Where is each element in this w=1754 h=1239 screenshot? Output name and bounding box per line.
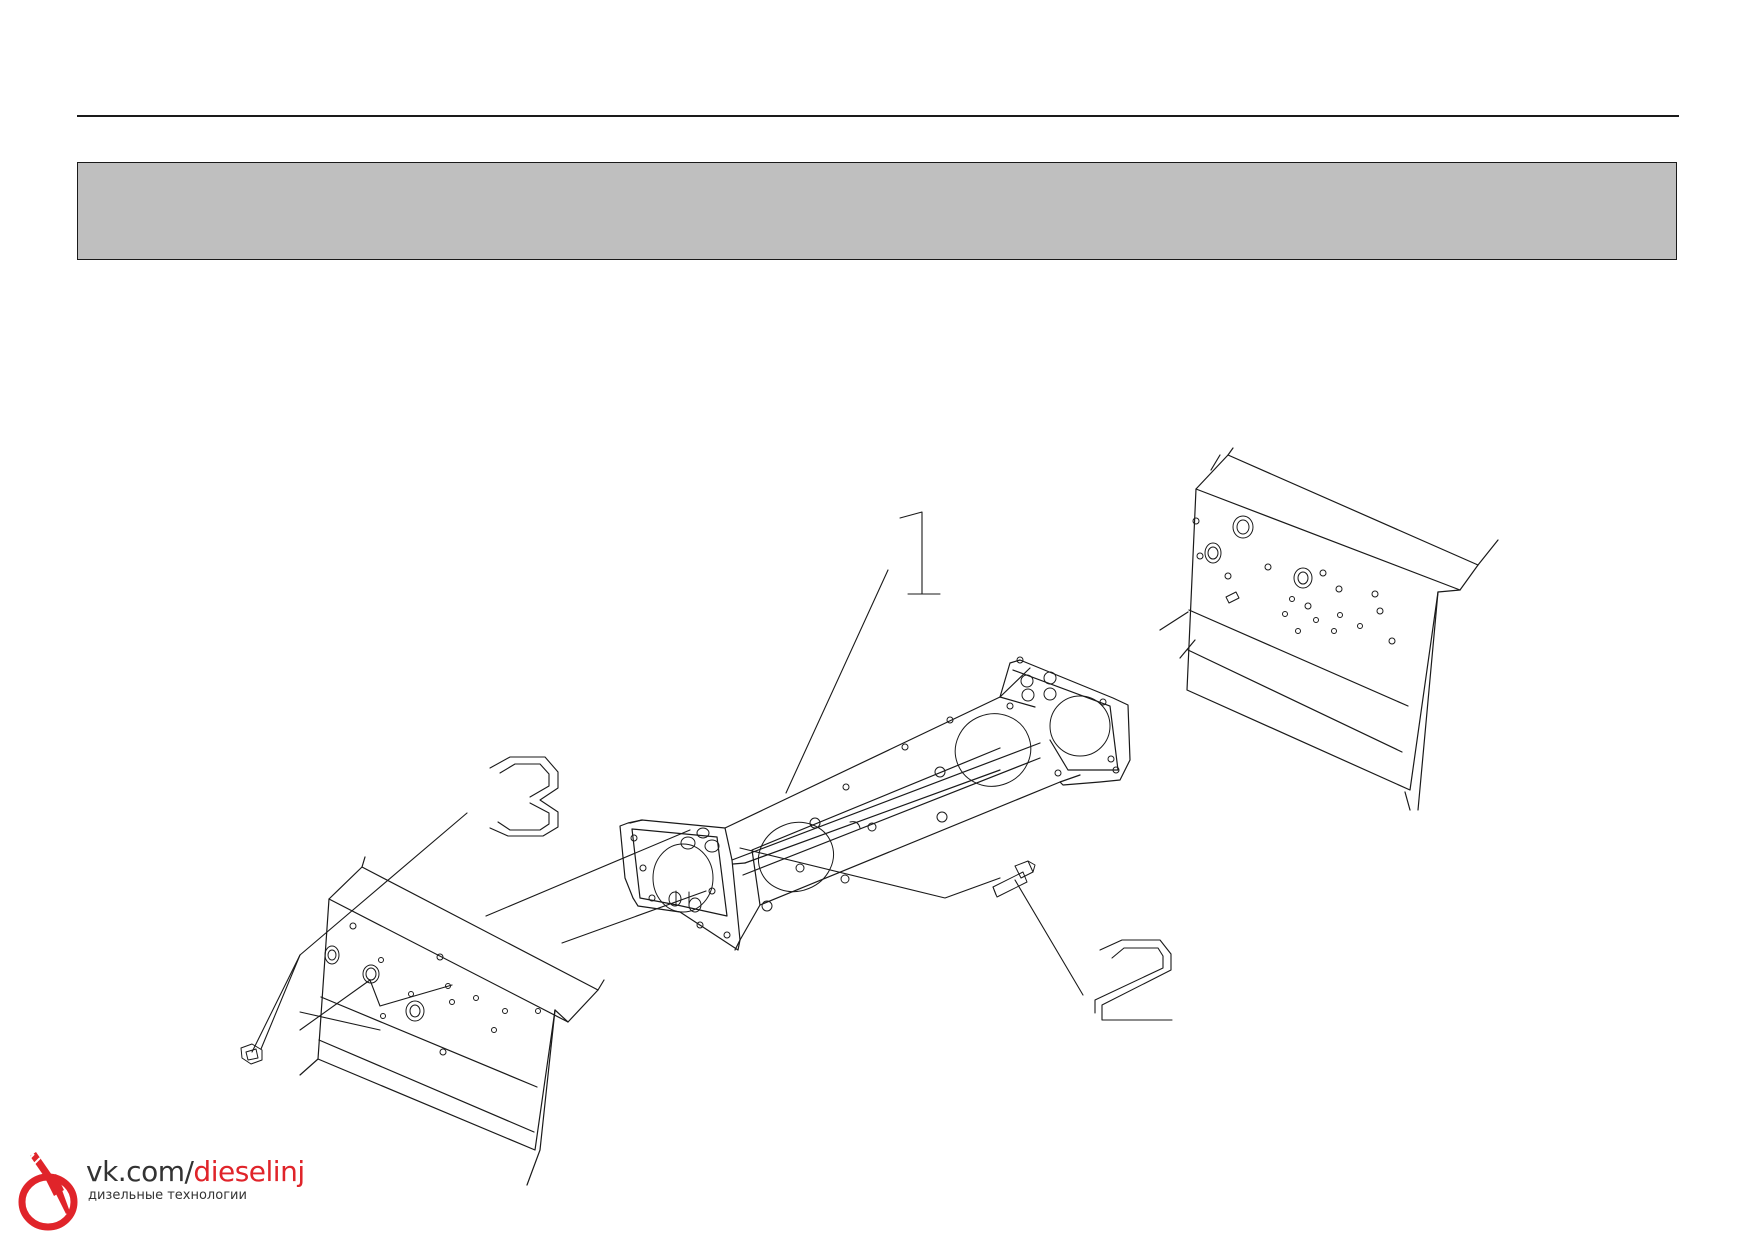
callout-2: [1094, 939, 1173, 1021]
callout-1: [899, 511, 941, 595]
callout-numerals: [489, 511, 1173, 1021]
header-rule: [77, 115, 1679, 117]
injector-logo-icon: [18, 1152, 78, 1231]
callout-3: [489, 756, 559, 837]
leader-lines: [251, 569, 1084, 1053]
watermark-subtitle: дизельные технологии: [88, 1188, 247, 1203]
nut: [240, 1043, 263, 1065]
left-frame-rail: [299, 856, 605, 1186]
title-band: [77, 162, 1677, 260]
right-frame-rail: [1159, 447, 1499, 811]
bolt: [992, 860, 1036, 898]
watermark: vk.com/dieselinj дизельные технологии: [16, 1150, 306, 1232]
watermark-url: vk.com/dieselinj: [86, 1155, 305, 1188]
crossmember: [619, 656, 1131, 951]
